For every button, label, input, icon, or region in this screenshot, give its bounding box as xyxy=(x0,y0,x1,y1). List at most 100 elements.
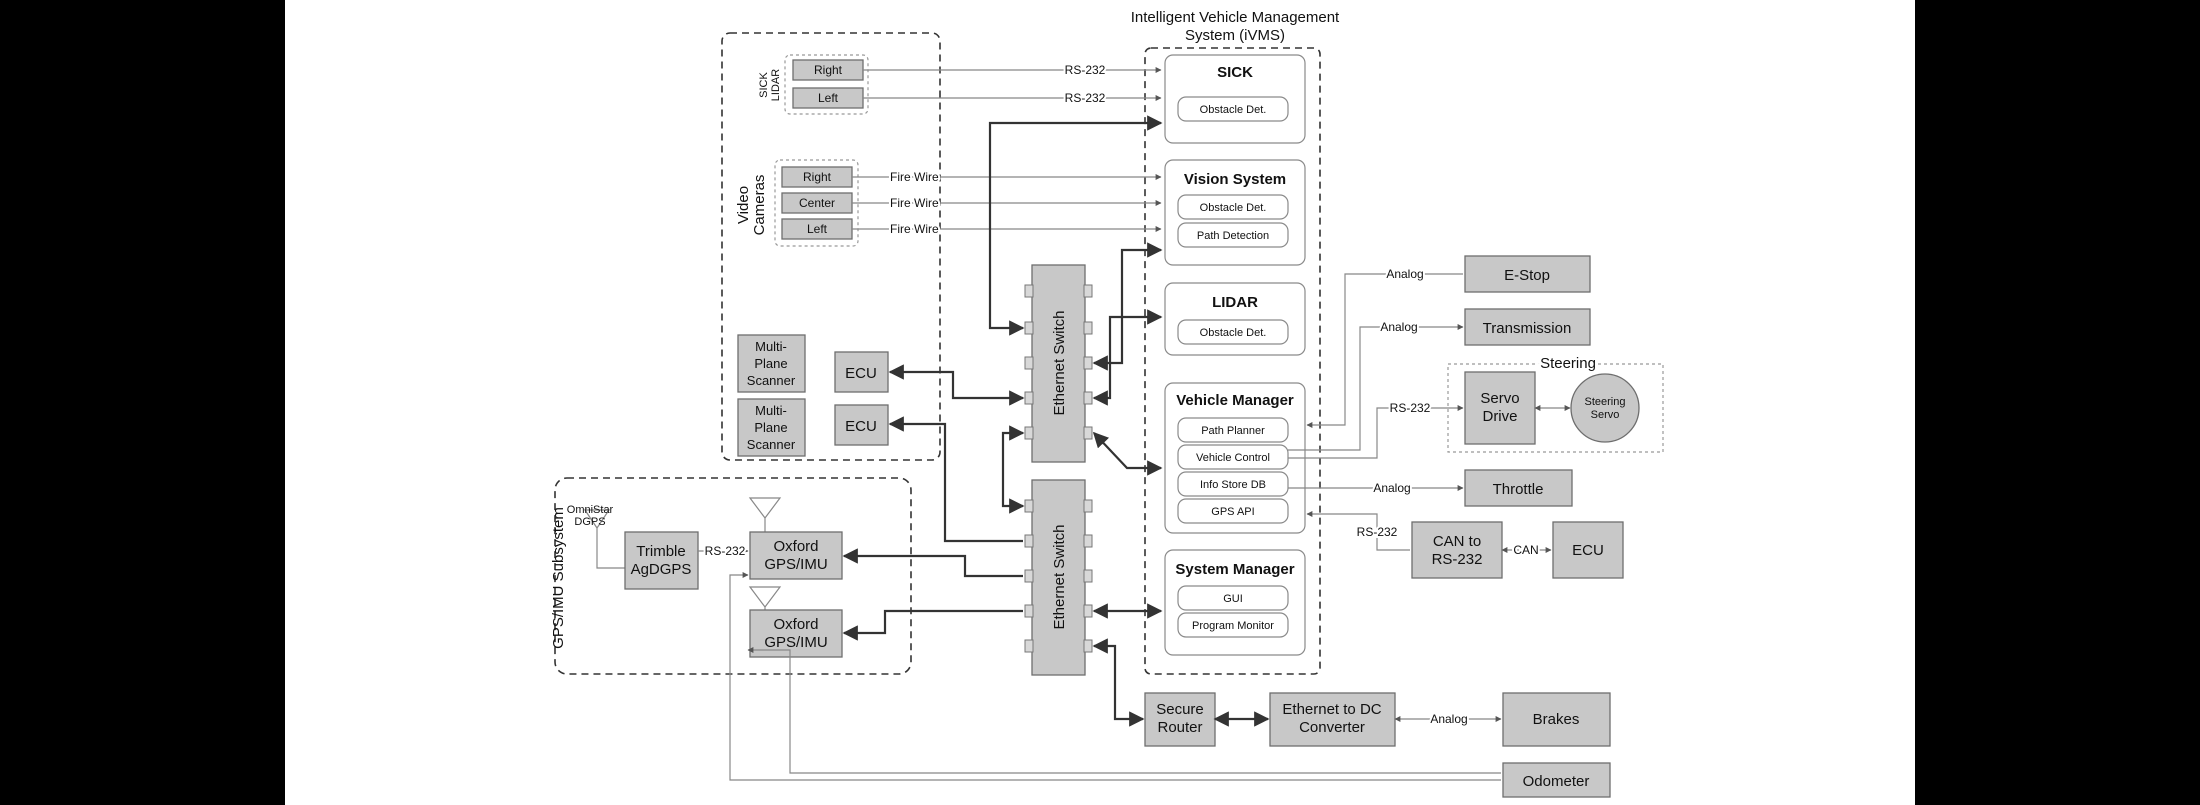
sensor-group xyxy=(721,32,941,461)
vehicle-manager-item-1 xyxy=(1177,417,1289,443)
vehicle-manager-item-2-label: Vehicle Control xyxy=(1196,452,1270,464)
can-rs232-box xyxy=(1411,521,1503,579)
odometer-oxford2-link xyxy=(747,647,1501,774)
oxford1-switch-link xyxy=(842,548,1023,578)
sick-switch-link xyxy=(988,115,1163,336)
scanner-2-box xyxy=(737,398,806,457)
switch-switch-link xyxy=(1001,425,1025,514)
servo-drive-line2: Drive xyxy=(1482,408,1517,425)
omnistar-label-2: DGPS xyxy=(574,516,605,528)
camera-left-link-label: Fire Wire xyxy=(890,222,939,236)
servo-drive-box xyxy=(1464,371,1536,445)
oxford2-switch-link xyxy=(842,609,1023,641)
vision-module-item-2 xyxy=(1177,222,1289,248)
throttle-label: Throttle xyxy=(1493,481,1544,498)
ivms-title-line1: Intelligent Vehicle Management xyxy=(1131,9,1340,26)
oxford1-antenna-icon xyxy=(748,497,782,532)
vision-module-title: Vision System xyxy=(1184,171,1286,188)
sick-module-item-1 xyxy=(1177,96,1289,122)
lidar-switch-link xyxy=(1092,309,1163,406)
ecu-3-label: ECU xyxy=(1572,542,1604,559)
vehicle-manager-item-3-label: Info Store DB xyxy=(1200,479,1266,491)
camera-right-label: Right xyxy=(803,170,832,184)
video-cameras-label-2: Cameras xyxy=(751,175,768,236)
sick-lidar-label-2: LIDAR xyxy=(770,69,782,101)
system-manager-item-1-label: GUI xyxy=(1223,593,1243,605)
oxford2-antenna-icon xyxy=(748,586,782,610)
lidar-module-item-1-label: Obstacle Det. xyxy=(1200,327,1267,339)
secure-router-box xyxy=(1144,692,1216,747)
can-rs232-link xyxy=(1306,511,1410,551)
sick-left-link-label: RS-232 xyxy=(1065,91,1106,105)
servo-drive-link-label: RS-232 xyxy=(1390,401,1431,415)
omnistar-label-1: OmniStar xyxy=(567,504,614,516)
ecu-3-box xyxy=(1552,521,1624,579)
sick-right-link-label: RS-232 xyxy=(1065,63,1106,77)
omnistar-antenna-icon xyxy=(583,509,625,569)
architecture-diagram: Intelligent Vehicle Management System (i… xyxy=(550,9,1664,798)
oxford2-box xyxy=(749,609,843,658)
transmission-link xyxy=(1288,324,1464,451)
camera-left-label: Left xyxy=(807,222,828,236)
can-rs232-line2: RS-232 xyxy=(1432,551,1483,568)
vision-module-item-1 xyxy=(1177,194,1289,220)
throttle-box xyxy=(1464,469,1573,507)
switch-router-link xyxy=(1092,638,1145,727)
odometer-oxford1-link xyxy=(729,572,1501,781)
steering-servo-circle xyxy=(1570,373,1640,443)
vehicle-manager-switch-link xyxy=(1092,431,1163,476)
sick-left-label: Left xyxy=(818,91,839,105)
ecu1-switch-link xyxy=(888,364,1025,406)
ivms-title-line2: System (iVMS) xyxy=(1185,27,1285,44)
camera-right-link-label: Fire Wire xyxy=(890,170,939,184)
ecu-1-box xyxy=(834,351,889,393)
scanner-2-line3: Scanner xyxy=(747,437,796,452)
trimble-oxford-link-label: RS-232 xyxy=(705,544,746,558)
vehicle-manager-item-3 xyxy=(1177,471,1289,497)
vehicle-manager-item-2 xyxy=(1177,444,1289,470)
transmission-label: Transmission xyxy=(1483,320,1572,337)
ethernet-switch-2 xyxy=(1031,479,1086,676)
vision-module-item-1-label: Obstacle Det. xyxy=(1200,202,1267,214)
ethdc-brakes-link-label: Analog xyxy=(1430,712,1467,726)
oxford1-line1: Oxford xyxy=(773,538,818,555)
throttle-link-label: Analog xyxy=(1373,481,1410,495)
secure-router-line1: Secure xyxy=(1156,701,1204,718)
estop-label: E-Stop xyxy=(1504,267,1550,284)
lidar-module-title: LIDAR xyxy=(1212,294,1258,311)
transmission-link-label: Analog xyxy=(1380,320,1417,334)
can-ecu-link-label: CAN xyxy=(1513,543,1538,557)
trimble-box xyxy=(624,531,699,590)
ecu-1-label: ECU xyxy=(845,365,877,382)
video-cameras-label-1: Video xyxy=(735,186,752,224)
gps-imu-subsystem-label: GPS/IMU Subsystem xyxy=(550,507,567,649)
brakes-box xyxy=(1502,692,1611,747)
can-rs232-link-label: RS-232 xyxy=(1357,525,1398,539)
vehicle-manager-item-4-label: GPS API xyxy=(1211,506,1254,518)
odometer-box xyxy=(1502,762,1611,798)
scanner-2-line1: Multi- xyxy=(755,403,787,418)
vision-module-item-2-label: Path Detection xyxy=(1197,230,1269,242)
servo-drive-line1: Servo xyxy=(1480,390,1519,407)
transmission-box xyxy=(1464,308,1591,346)
steering-servo-line1: Steering xyxy=(1585,396,1626,408)
ecu-2-label: ECU xyxy=(845,418,877,435)
diagram-canvas: Intelligent Vehicle Management System (i… xyxy=(285,0,1915,805)
vehicle-manager-title: Vehicle Manager xyxy=(1176,392,1294,409)
sick-right-label: Right xyxy=(814,63,843,77)
system-manager-item-1 xyxy=(1177,585,1289,611)
trimble-line2: AgDGPS xyxy=(631,561,692,578)
gps-imu-group xyxy=(554,477,912,675)
system-manager-item-2 xyxy=(1177,612,1289,638)
oxford2-line2: GPS/IMU xyxy=(764,634,827,651)
camera-center-label: Center xyxy=(799,196,835,210)
system-manager-item-2-label: Program Monitor xyxy=(1192,620,1274,632)
scanner-1-box xyxy=(737,334,806,393)
scanner-1-line2: Plane xyxy=(754,356,787,371)
odometer-label: Odometer xyxy=(1523,773,1590,790)
scanner-1-line1: Multi- xyxy=(755,339,787,354)
sick-module-item-1-label: Obstacle Det. xyxy=(1200,104,1267,116)
ecu2-switch-link xyxy=(888,416,1023,543)
ecu-2-box xyxy=(834,404,889,446)
oxford1-box xyxy=(749,531,843,580)
